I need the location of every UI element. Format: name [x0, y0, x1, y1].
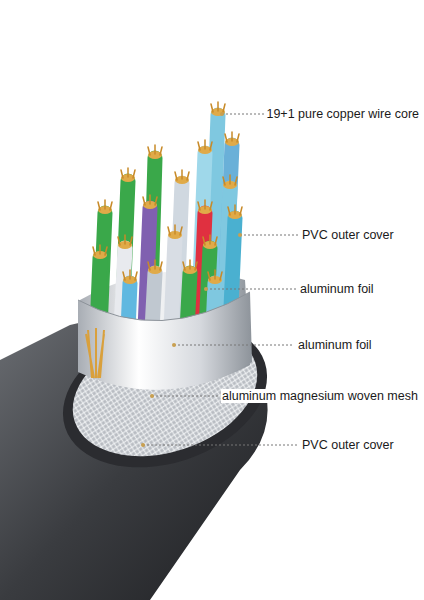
part-label: aluminum foil: [299, 282, 375, 296]
part-label: PVC outer cover: [301, 438, 395, 452]
part-label: aluminum foil: [297, 338, 373, 352]
part-label: 19+1 pure copper wire core: [265, 107, 420, 121]
part-label: aluminum magnesium woven mesh: [221, 389, 419, 403]
part-label: PVC outer cover: [301, 228, 395, 242]
